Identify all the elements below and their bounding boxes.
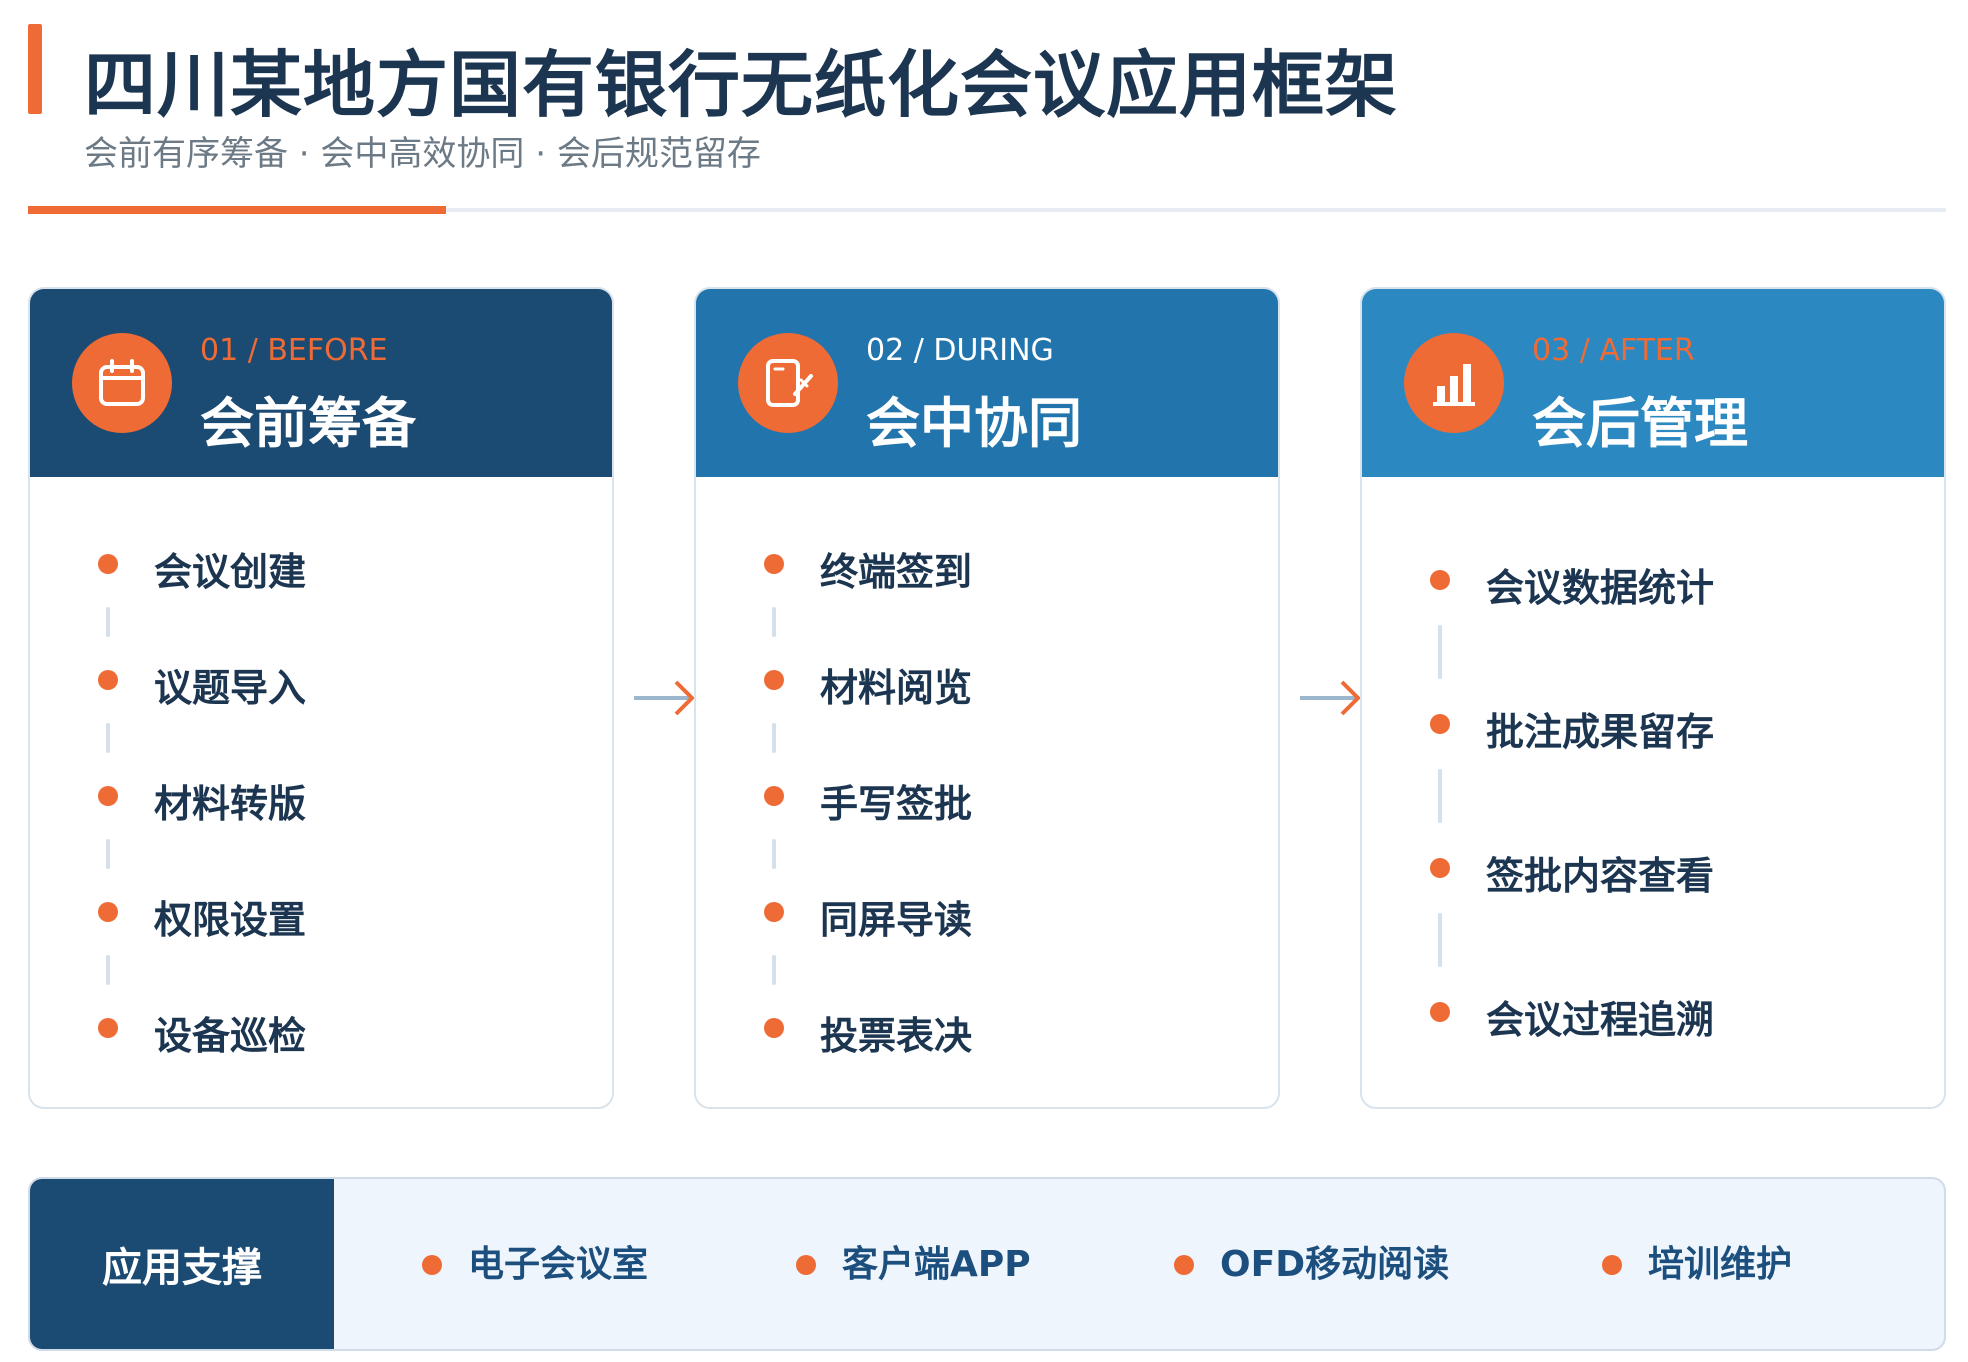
phase-step-label: 03 / AFTER [1532, 333, 1695, 368]
bullet-dot [98, 902, 118, 922]
phase-card-during: 02 / DURING 会中协同 终端签到 材料阅览 手写签批 同屏导读 投票表… [694, 287, 1280, 1109]
header-divider-accent [28, 206, 446, 214]
phase-title: 会前筹备 [200, 392, 416, 455]
phase-card-after: 03 / AFTER 会后管理 会议数据统计 批注成果留存 签批内容查看 会议过… [1360, 287, 1946, 1109]
bullet-dot [1602, 1255, 1622, 1275]
phase-card-header: 02 / DURING 会中协同 [696, 289, 1278, 477]
bullet-dot [98, 670, 118, 690]
header-divider [28, 208, 1946, 212]
bullet-dot [1430, 1002, 1450, 1022]
connector-line [1438, 913, 1442, 967]
phase-card-before: 01 / BEFORE 会前筹备 会议创建 议题导入 材料转版 权限设置 设备巡… [28, 287, 614, 1109]
bullet-dot [764, 902, 784, 922]
support-label-box: 应用支撑 [30, 1179, 334, 1349]
bullet-dot [796, 1255, 816, 1275]
bullet-dot [764, 554, 784, 574]
tablet-pen-icon [738, 333, 838, 433]
phase-step-label: 01 / BEFORE [200, 333, 388, 368]
phase-card-header: 03 / AFTER 会后管理 [1362, 289, 1944, 477]
connector-line [1438, 769, 1442, 823]
phase-card-header: 01 / BEFORE 会前筹备 [30, 289, 612, 477]
bullet-dot [422, 1255, 442, 1275]
support-panel: 应用支撑 电子会议室 客户端APP OFD移动阅读 培训维护 [28, 1177, 1946, 1351]
bullet-dot [1174, 1255, 1194, 1275]
connector-line [772, 955, 776, 985]
phase-title: 会中协同 [866, 392, 1082, 455]
bullet-dot [1430, 858, 1450, 878]
phase-title: 会后管理 [1532, 392, 1748, 455]
connector-line [1438, 625, 1442, 679]
bullet-dot [98, 1018, 118, 1038]
calendar-icon [72, 333, 172, 433]
phase-step-label: 02 / DURING [866, 333, 1054, 368]
bullet-dot [1430, 570, 1450, 590]
page-subtitle: 会前有序筹备 · 会中高效协同 · 会后规范留存 [84, 134, 761, 174]
bullet-dot [1430, 714, 1450, 734]
connector-line [772, 839, 776, 869]
arrow-right-icon [1300, 680, 1361, 716]
arrow-right-icon [634, 680, 695, 716]
title-accent-bar [28, 24, 42, 114]
connector-line [106, 723, 110, 753]
support-label: 应用支撑 [102, 1245, 262, 1291]
bullet-dot [764, 670, 784, 690]
connector-line [106, 839, 110, 869]
bullet-dot [98, 554, 118, 574]
bar-chart-icon [1404, 333, 1504, 433]
bullet-dot [764, 786, 784, 806]
connector-line [772, 723, 776, 753]
bullet-dot [764, 1018, 784, 1038]
connector-line [772, 607, 776, 637]
connector-line [106, 607, 110, 637]
page-title: 四川某地方国有银行无纸化会议应用框架 [84, 43, 1399, 127]
connector-line [106, 955, 110, 985]
bullet-dot [98, 786, 118, 806]
